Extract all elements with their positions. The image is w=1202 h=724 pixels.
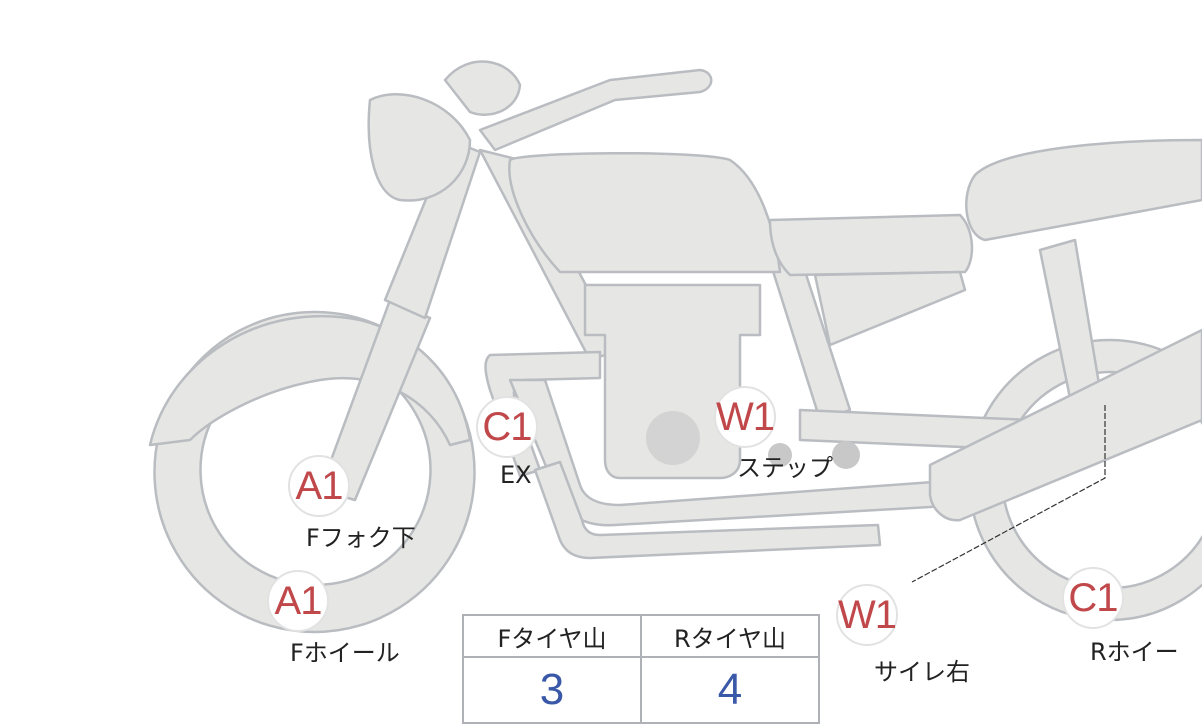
marker-label: Rホイー	[1090, 638, 1179, 666]
seat	[768, 213, 974, 277]
rear-tire-header: Rタイヤ山	[640, 614, 820, 658]
tire-tread-table: Fタイヤ山 Rタイヤ山 3 4	[462, 614, 820, 724]
marker-label: Fホイール	[290, 639, 400, 667]
damage-marker[interactable]: W1	[714, 386, 776, 448]
front-tire-value: 3	[462, 656, 642, 724]
rear-tire-value: 4	[640, 656, 820, 724]
fuel-tank	[508, 151, 782, 274]
damage-marker[interactable]: W1	[836, 584, 898, 646]
marker-label: サイレ右	[874, 658, 970, 686]
muffler	[928, 328, 1202, 522]
marker-label: Fフォク下	[306, 524, 416, 552]
handlebar	[478, 68, 713, 152]
damage-marker[interactable]: C1	[1062, 567, 1124, 629]
front-tire-header: Fタイヤ山	[462, 614, 642, 658]
damage-marker[interactable]: A1	[288, 455, 350, 517]
headlight	[367, 93, 472, 202]
damage-marker[interactable]: A1	[267, 570, 329, 632]
marker-label: EX	[500, 461, 532, 489]
marker-label: ステップ	[737, 454, 833, 482]
leader-line	[911, 405, 1106, 583]
damage-marker[interactable]: C1	[476, 396, 538, 458]
